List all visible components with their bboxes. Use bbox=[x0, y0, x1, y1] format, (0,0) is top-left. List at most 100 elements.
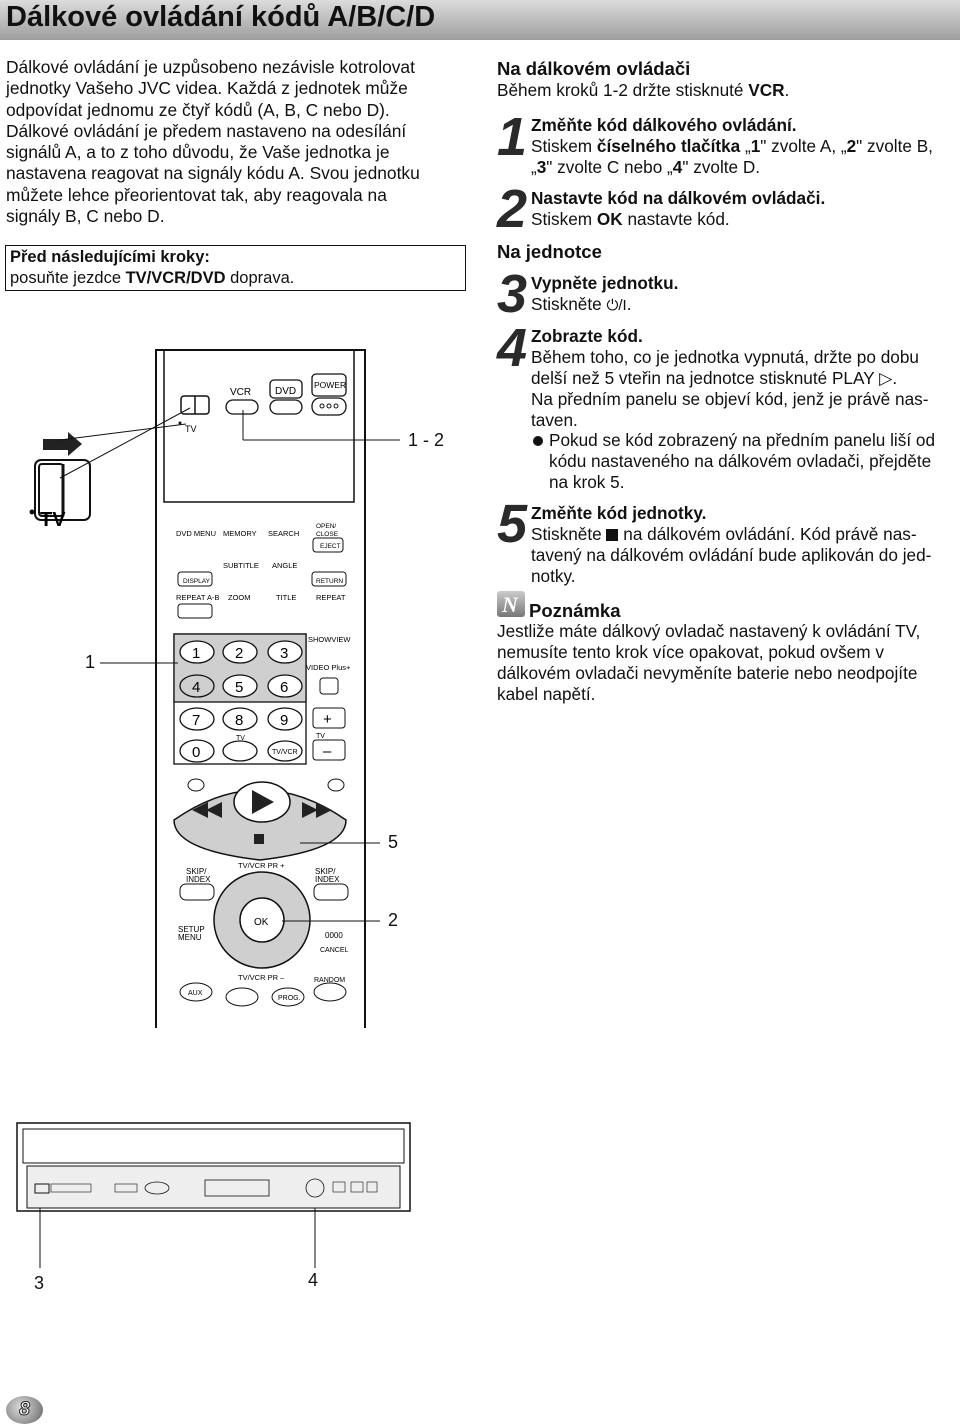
repeat-label: REPEAT bbox=[316, 593, 346, 602]
intro-line: jednotky Vašeho JVC videa. Každá z jedno… bbox=[6, 78, 408, 99]
callout-1-2: 1 - 2 bbox=[408, 430, 445, 450]
step-3: Vypněte jednotku. Stiskněte ⏻/I. bbox=[531, 273, 959, 316]
step-number: 3 bbox=[497, 264, 528, 324]
svg-text:0: 0 bbox=[192, 744, 200, 761]
before-steps-text: posuňte jezdce TV/VCR/DVD doprava. bbox=[10, 269, 294, 288]
svg-text:7: 7 bbox=[192, 712, 200, 729]
step-line: delší než 5 vteřin na jednotce stisknuté… bbox=[531, 368, 898, 388]
page-number-badge: 8 bbox=[6, 1396, 43, 1424]
before-bold: TV/VCR/DVD bbox=[125, 269, 226, 287]
stop-button-icon bbox=[254, 834, 264, 844]
svg-text:9: 9 bbox=[280, 712, 288, 729]
svg-text:3: 3 bbox=[280, 645, 288, 662]
intro-text: Dálkové ovládání je uzpůsobeno nezávisle… bbox=[6, 57, 461, 227]
memory-label: MEMORY bbox=[223, 529, 257, 538]
intro-line: Dálkové ovládání je uzpůsobeno nezávisle… bbox=[6, 57, 415, 77]
note-line: kabel napětí. bbox=[497, 684, 596, 704]
step-line: Stiskem OK nastavte kód. bbox=[531, 209, 730, 229]
svg-text:AUX: AUX bbox=[188, 990, 203, 997]
svg-text:2: 2 bbox=[235, 645, 243, 662]
step-line: taven. bbox=[531, 410, 578, 430]
step-5: Změňte kód jednotky. Stiskněte na dálkov… bbox=[531, 503, 959, 587]
step-title: Nastavte kód na dálkovém ovládači. bbox=[531, 188, 826, 208]
rewind-icon bbox=[192, 802, 222, 818]
step-2: Nastavte kód na dálkovém ovládači. Stisk… bbox=[531, 188, 959, 230]
dvd-button bbox=[269, 399, 303, 415]
svg-text:SKIP/: SKIP/ bbox=[186, 867, 207, 876]
note-icon: N bbox=[497, 591, 525, 617]
before-steps-title: Před následujícími kroky: bbox=[10, 248, 210, 266]
vcr-button bbox=[225, 399, 259, 415]
step-number: 2 bbox=[497, 179, 528, 239]
step-line: Stiskněte ⏻/I. bbox=[531, 294, 632, 314]
remote-control: TV VCR DVD POWER DVD MENU MEMORY SEARCH … bbox=[155, 349, 366, 1028]
svg-text:PROG.: PROG. bbox=[278, 995, 301, 1002]
note-line: dálkovém ovladači nevyměníte baterie neb… bbox=[497, 663, 918, 683]
bullet-dot bbox=[533, 436, 543, 446]
intro-line: signály B, C nebo D. bbox=[6, 206, 165, 227]
remote-dvd-label: DVD bbox=[275, 386, 296, 397]
title-label: TITLE bbox=[276, 593, 296, 602]
intro-line: signálů A, a to z toho důvodu, že Vaše j… bbox=[6, 142, 390, 163]
rs-bold: VCR bbox=[748, 80, 785, 100]
vcr-unit-front bbox=[16, 1122, 411, 1212]
callout-3: 3 bbox=[34, 1273, 45, 1293]
step-title: Zobrazte kód. bbox=[531, 326, 643, 346]
svg-text:4: 4 bbox=[192, 679, 200, 696]
ok-label: OK bbox=[254, 917, 269, 928]
svg-text:CLOSE: CLOSE bbox=[316, 531, 339, 538]
step-1: Změňte kód dálkového ovládání. Stiskem č… bbox=[531, 115, 959, 178]
svg-text:6: 6 bbox=[280, 679, 288, 696]
intro-line: nastavena reagovat na signály kódu A. Sv… bbox=[6, 163, 420, 184]
note-title: Poznámka bbox=[529, 600, 621, 621]
page-title: Dálkové ovládání kódů A/B/C/D bbox=[6, 1, 436, 33]
page-header: Dálkové ovládání kódů A/B/C/D bbox=[0, 0, 960, 40]
before-text: posuňte jezdce bbox=[10, 269, 126, 287]
svg-text:+: + bbox=[323, 711, 332, 728]
note-line: Jestliže máte dálkový ovladač nastavený … bbox=[497, 621, 921, 641]
callout-1: 1 bbox=[85, 652, 96, 672]
unit-section-title: Na jednotce bbox=[497, 241, 602, 262]
svg-text:8: 8 bbox=[235, 712, 243, 729]
step-4: Zobrazte kód. Během toho, co je jednotka… bbox=[531, 326, 959, 431]
standby-icon: ⏻/I bbox=[606, 297, 627, 314]
remote-section-text: Během kroků 1-2 držte stisknuté VCR. bbox=[497, 80, 957, 101]
remote-section: Na dálkovém ovládači Během kroků 1-2 drž… bbox=[497, 58, 957, 101]
note-line: nemusíte tento krok více opakovat, pokud… bbox=[497, 642, 884, 662]
step-line: „3" zvolte C nebo „4" zvolte D. bbox=[531, 157, 761, 177]
remote-vcr-label: VCR bbox=[230, 387, 251, 398]
rs-end: . bbox=[784, 80, 790, 100]
zoom-label: ZOOM bbox=[228, 593, 251, 602]
remote-section-title: Na dálkovém ovládači bbox=[497, 58, 691, 79]
svg-text:0000: 0000 bbox=[325, 931, 343, 940]
step-number: 5 bbox=[497, 494, 528, 554]
return-label: RETURN bbox=[316, 578, 343, 585]
step-line: Během toho, co je jednotka vypnutá, držt… bbox=[531, 347, 919, 367]
rs-text: Během kroků 1-2 držte stisknuté bbox=[497, 80, 749, 100]
svg-text:1: 1 bbox=[192, 645, 200, 662]
remote-tv-label: TV bbox=[185, 424, 197, 434]
svg-text:MENU: MENU bbox=[178, 933, 202, 942]
svg-text:TV/VCR PR –: TV/VCR PR – bbox=[238, 973, 285, 982]
intro-line: Dálkové ovládání je předem nastaveno na … bbox=[6, 120, 407, 141]
svg-text:SKIP/: SKIP/ bbox=[315, 867, 336, 876]
svg-text:5: 5 bbox=[235, 679, 243, 696]
number-pad: 1 2 3 4 5 6 7 8 9 0 bbox=[179, 640, 303, 763]
before-steps-box: Před následujícími kroky: posuňte jezdce… bbox=[5, 245, 466, 291]
bullet-text: Pokud se kód zobrazený na předním panelu… bbox=[549, 430, 936, 492]
eject-label: EJECT bbox=[320, 543, 341, 550]
svg-text:INDEX: INDEX bbox=[315, 875, 340, 884]
page-number: 8 bbox=[19, 1399, 31, 1421]
power-button bbox=[311, 397, 347, 416]
svg-text:TV/VCR: TV/VCR bbox=[272, 749, 298, 756]
intro-line: můžete lehce přeorientovat tak, aby reag… bbox=[6, 184, 387, 205]
step-number: 4 bbox=[497, 318, 528, 378]
svg-text:TV: TV bbox=[316, 733, 325, 740]
videoplus-label: VIDEO Plus+ bbox=[306, 663, 351, 672]
svg-text:–: – bbox=[323, 743, 332, 760]
step-line: tavený na dálkovém ovládání bude aplikov… bbox=[531, 545, 932, 565]
fast-forward-icon bbox=[302, 802, 332, 818]
intro-line: odpovídat jednomu ze čtyř kódů (A, B, C … bbox=[6, 99, 390, 120]
stop-icon bbox=[606, 529, 619, 541]
svg-text:CANCEL: CANCEL bbox=[320, 947, 349, 954]
